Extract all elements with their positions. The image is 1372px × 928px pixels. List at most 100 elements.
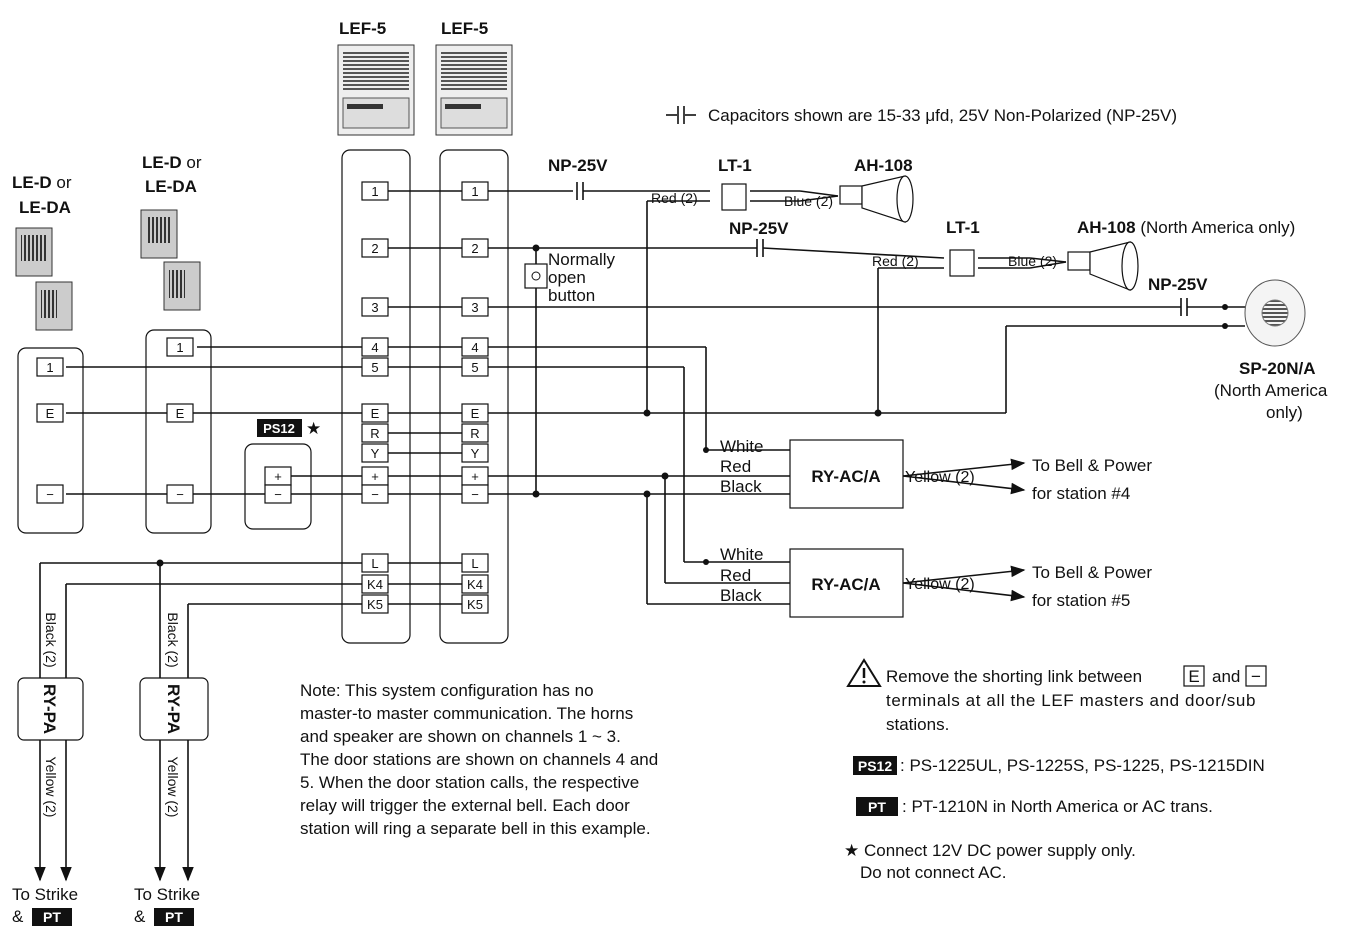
wire-black2-1: Black (2) bbox=[43, 612, 59, 667]
ry-pa-relay-1 bbox=[17, 677, 84, 741]
svg-text:5: 5 bbox=[471, 360, 478, 375]
ps12-legend-tag-box bbox=[853, 756, 897, 775]
wire-black-2: Black bbox=[720, 586, 762, 605]
door-terminal-block-b bbox=[145, 329, 212, 534]
warning-and: and bbox=[1212, 667, 1240, 686]
svg-text:E: E bbox=[46, 406, 55, 421]
lef5-terminal-block-b bbox=[439, 149, 509, 644]
lef5-terminal-block-a bbox=[341, 149, 411, 644]
lef5-label-a: LEF-5 bbox=[339, 19, 386, 38]
system-note: Note: This system configuration has no m… bbox=[300, 681, 658, 838]
pt-legend-tag: PT bbox=[868, 799, 886, 815]
wire-yellow2-1: Yellow (2) bbox=[905, 469, 975, 486]
svg-text:Y: Y bbox=[471, 446, 480, 461]
power-note-line2: Do not connect AC. bbox=[860, 863, 1006, 882]
svg-text:+: + bbox=[371, 469, 379, 484]
wire-yellow2-v2: Yellow (2) bbox=[165, 757, 181, 818]
button-label-1: Normally bbox=[548, 250, 616, 269]
door-terminal-block-a bbox=[17, 347, 84, 534]
wire-blue2-2: Blue (2) bbox=[1008, 253, 1057, 269]
svg-text:L: L bbox=[471, 556, 478, 571]
svg-text:station will ring a separate b: station will ring a separate bell in thi… bbox=[300, 819, 651, 838]
svg-text:1: 1 bbox=[176, 340, 183, 355]
capacitor-note: Capacitors shown are 15-33 μfd, 25V Non-… bbox=[708, 106, 1177, 125]
capacitor-symbol-legend bbox=[666, 106, 696, 124]
strike-output-2: To Strike bbox=[134, 885, 200, 904]
warning-line3: stations. bbox=[886, 715, 949, 734]
svg-text:5: 5 bbox=[371, 360, 378, 375]
door-station-label-b2: LE-DA bbox=[145, 177, 197, 196]
ps12-terminals: + − bbox=[264, 466, 292, 504]
output-bell4-line2: for station #4 bbox=[1032, 484, 1130, 503]
svg-text:relay will trigger the externa: relay will trigger the external bell. Ea… bbox=[300, 796, 630, 815]
lef5-terminals-a: 1 2 3 4 5 E R Y + − L K4 K5 bbox=[361, 181, 389, 614]
svg-text:K5: K5 bbox=[367, 597, 383, 612]
warning-minus: − bbox=[1251, 667, 1261, 686]
pt-tag-1: PT bbox=[43, 909, 61, 925]
svg-text:R: R bbox=[470, 426, 479, 441]
ry-aca-label-1: RY-AC/A bbox=[811, 467, 880, 486]
wire-red-2: Red bbox=[720, 566, 751, 585]
ry-pa-label-2: RY-PA bbox=[164, 684, 183, 734]
svg-text:K4: K4 bbox=[467, 577, 483, 592]
sp20-label: SP-20N/A bbox=[1239, 359, 1316, 378]
lef5-terminals-b: 1 2 3 4 5 E R Y + − L K4 K5 bbox=[461, 181, 489, 614]
lt1-transformer-1 bbox=[721, 183, 747, 211]
svg-text:+: + bbox=[274, 469, 282, 484]
pt-tag-box-2 bbox=[154, 908, 194, 926]
output-bell5-line1: To Bell & Power bbox=[1032, 563, 1152, 582]
strike-output-1: To Strike bbox=[12, 885, 78, 904]
pt-legend-tag-box bbox=[856, 797, 898, 816]
ry-pa-label-1: RY-PA bbox=[40, 684, 59, 734]
lef5-master-picture-b bbox=[435, 44, 513, 136]
door-station-label-b: LE-D or bbox=[142, 153, 202, 172]
power-note-line1: ★ Connect 12V DC power supply only. bbox=[844, 841, 1136, 860]
wire-black2-2: Black (2) bbox=[165, 612, 181, 667]
warning-line1: Remove the shorting link between bbox=[886, 667, 1142, 686]
ps12-tag: PS12 bbox=[263, 421, 295, 436]
button-label-3: button bbox=[548, 286, 595, 305]
svg-text:2: 2 bbox=[471, 241, 478, 256]
door-station-label-a2: LE-DA bbox=[19, 198, 71, 217]
output-bell5-line2: for station #5 bbox=[1032, 591, 1130, 610]
svg-text:E: E bbox=[371, 406, 380, 421]
svg-text:E: E bbox=[176, 406, 185, 421]
button-icon bbox=[531, 271, 541, 281]
ps12-legend-tag: PS12 bbox=[858, 758, 892, 774]
ry-pa-relay-2 bbox=[139, 677, 209, 741]
svg-text:3: 3 bbox=[471, 300, 478, 315]
ry-aca-relay-1 bbox=[789, 439, 904, 509]
wire-red2-2: Red (2) bbox=[872, 253, 919, 269]
svg-text:−: − bbox=[176, 487, 184, 502]
warning-line2: terminals at all the LEF masters and doo… bbox=[886, 691, 1256, 710]
svg-text:1: 1 bbox=[371, 184, 378, 199]
horn-icon-1 bbox=[839, 175, 914, 223]
ps12-tag-box bbox=[257, 419, 302, 437]
svg-text:4: 4 bbox=[371, 340, 378, 355]
warning-e-box bbox=[1183, 665, 1205, 687]
svg-text:master-to master communication: master-to master communication. The horn… bbox=[300, 704, 633, 723]
svg-text:L: L bbox=[371, 556, 378, 571]
lt1-transformer-2 bbox=[949, 249, 975, 277]
warning-icon bbox=[846, 658, 882, 687]
door-station-picture-a bbox=[15, 227, 73, 331]
door-station-label-a: LE-D or bbox=[12, 173, 72, 192]
sp20-note-2: only) bbox=[1266, 403, 1303, 422]
svg-text:−: − bbox=[46, 487, 54, 502]
svg-text:1: 1 bbox=[471, 184, 478, 199]
wire-yellow2-2: Yellow (2) bbox=[905, 576, 975, 593]
wire-black-1: Black bbox=[720, 477, 762, 496]
svg-text:−: − bbox=[274, 487, 282, 502]
warning-minus-box bbox=[1245, 665, 1267, 687]
wire-yellow2-v1: Yellow (2) bbox=[43, 757, 59, 818]
lt1-label-2: LT-1 bbox=[946, 218, 980, 237]
svg-text:4: 4 bbox=[471, 340, 478, 355]
strike-amp-2: & bbox=[134, 907, 146, 926]
wire-white-2: White bbox=[720, 545, 763, 564]
ah108-label-1: AH-108 bbox=[854, 156, 913, 175]
ah108-label-2: AH-108 (North America only) bbox=[1077, 218, 1295, 237]
svg-text:K4: K4 bbox=[367, 577, 383, 592]
svg-text:−: − bbox=[371, 487, 379, 502]
wire-red-1: Red bbox=[720, 457, 751, 476]
